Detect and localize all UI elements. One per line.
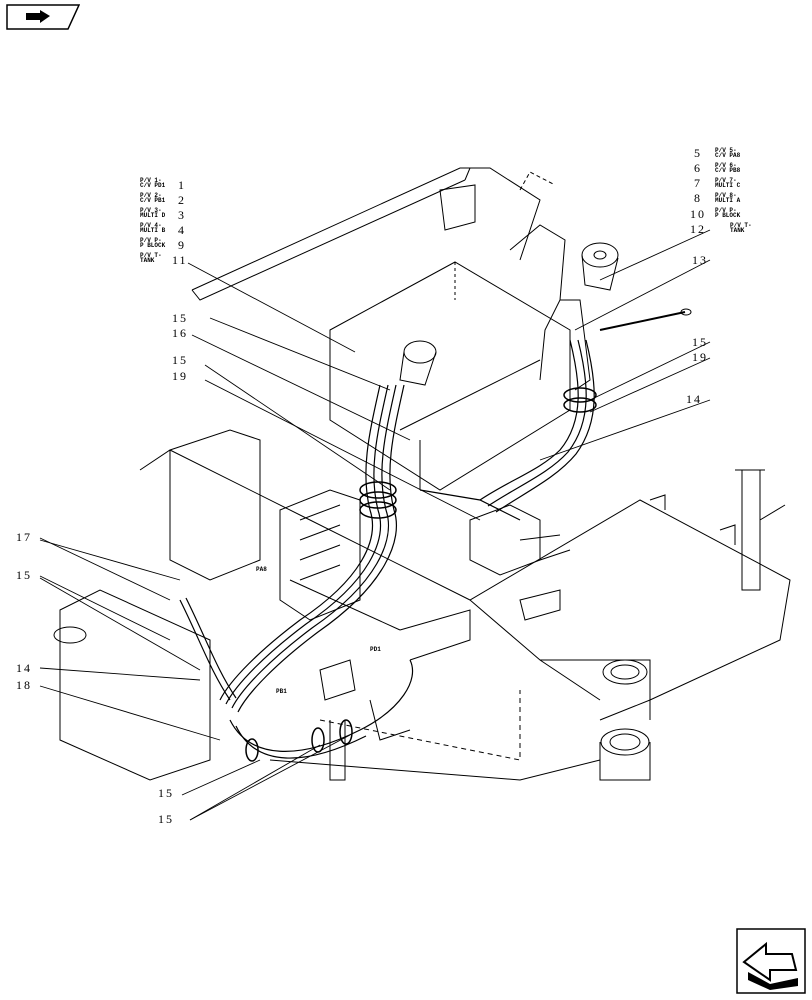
port-label: P/V 4- MULTI B [140,222,166,234]
port-label: P/V T- TANK [140,252,162,264]
port-number: 6 [694,161,702,175]
callout-14-right: 14 [686,392,702,406]
callout-17: 17 [16,530,32,544]
port-number: 2 [178,193,186,207]
port-number: 5 [694,146,702,160]
callout-15-bottom: 15 [158,786,174,800]
callout-13: 13 [692,253,708,267]
hand-pointer-icon [6,4,81,30]
port-number: 8 [694,191,702,205]
port-label: P/V T- TANK [730,222,752,234]
port-label: P/V P- P BLOCK [715,207,741,219]
callout-19-right: 19 [692,350,708,364]
port-number: 10 [690,207,706,221]
port-number: 4 [178,223,186,237]
port-number: 11 [172,253,188,267]
callout-15: 15 [172,353,188,367]
port-number: 1 [178,178,186,192]
callout-14-left: 14 [16,661,32,675]
callout-15-left: 15 [16,568,32,582]
port-number: 7 [694,176,702,190]
nav-tab-button[interactable] [6,4,81,30]
port-number: 12 [690,222,706,236]
port-label: P/V 7- MULTI C [715,177,741,189]
port-label: P/V 5- C/V PA8 [715,147,741,159]
port-tag-pa8: PA8 [256,566,267,573]
back-arrow-button[interactable] [736,928,806,994]
callout-16: 16 [172,326,188,340]
callout-15-right: 15 [692,335,708,349]
callout-15-bottom: 15 [158,812,174,826]
back-arrow-icon [736,928,806,994]
port-label: P/V 2- C/V PB1 [140,192,166,204]
port-label: P/V 8- MULTI A [715,192,741,204]
port-number: 9 [178,238,186,252]
port-label: P/V 1- C/V PD1 [140,177,166,189]
port-label: P/V P- P BLOCK [140,237,166,249]
port-number: 3 [178,208,186,222]
port-label: P/V 3- MULTI D [140,207,166,219]
callout-15: 15 [172,311,188,325]
port-tag-pd1: PD1 [370,646,381,653]
port-label: P/V 6- C/V PB8 [715,162,741,174]
port-tag-pb1: PB1 [276,688,287,695]
callout-19-left: 19 [172,369,188,383]
callout-18: 18 [16,678,32,692]
